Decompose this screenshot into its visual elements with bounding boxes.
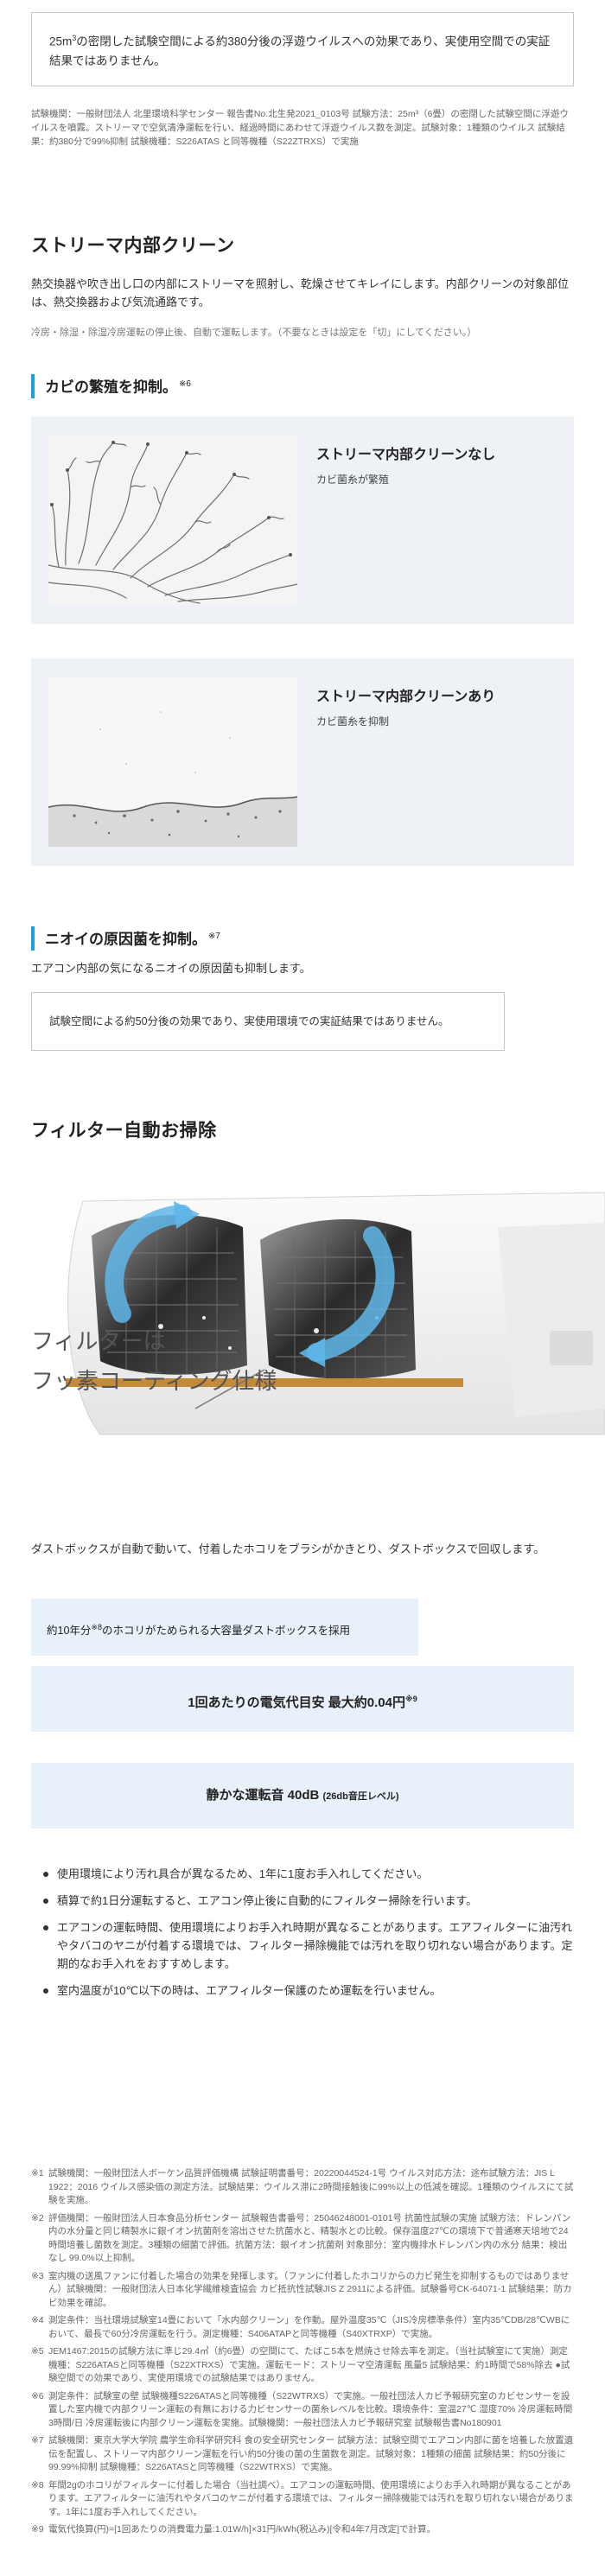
footnote-mark: ※7: [31, 2435, 44, 2446]
mold-heading-text: カビの繁殖を抑制。: [45, 378, 177, 396]
list-item: 室内温度が10℃以下の時は、エアフィルター保護のため運転を行いません。: [43, 1981, 574, 2000]
test-conditions-fine-print: 試験機関：一般財団法人 北里環境科学センター 報告書No.北生発2021_010…: [31, 109, 569, 147]
mold-heading-footnote-ref: ※6: [179, 379, 191, 389]
caption-line-2: フッ素コーティング仕様: [31, 1369, 277, 1395]
noise-level-badge: 静かな運転音 40dB (26db音圧レベル): [31, 1763, 574, 1829]
list-item: エアコンの運転時間、使用環境によりお手入れ時期が異なることがあります。エアフィル…: [43, 1918, 574, 1973]
dustbox-post: のホコリがためられる大容量ダストボックスを採用: [101, 1625, 351, 1638]
filter-unit-illustration: [66, 1192, 605, 1435]
dustbox-capacity-badge: 約10年分※8のホコリがためられる大容量ダストボックスを採用: [31, 1599, 418, 1656]
odor-heading-footnote-ref: ※7: [208, 932, 220, 941]
footnote: ※9 電気代換算(円)=[1回あたりの消費電力量:1.01W/h]×31円/kWh…: [31, 2523, 574, 2537]
odor-heading: ニオイの原因菌を抑制。※7: [31, 926, 220, 951]
footnote-mark: ※5: [31, 2346, 44, 2357]
list-item: 積算で約1日分運転すると、エアコン停止後に自動的にフィルター掃除を行います。: [43, 1892, 574, 1910]
dustbox-description: ダストボックスが自動で動いて、付着したホコリをブラシがかきとり、ダストボックスで…: [31, 1542, 545, 1555]
footnote: ※5 JEM1467:2015の試験方法に準じ29.4㎥（約6畳）の空間にて、たば…: [31, 2345, 574, 2386]
list-item: 使用環境により汚れ具合が異なるため、1年に1度お手入れしてください。: [43, 1865, 574, 1883]
mold-hyphae-graphic: [48, 436, 297, 605]
footnote-mark: ※9: [31, 2524, 44, 2535]
filter-notes-list: 使用環境により汚れ具合が異なるため、1年に1度お手入れしてください。 積算で約1…: [43, 1865, 574, 2008]
panel-without-subtitle: カビ菌糸が繁殖: [316, 474, 390, 486]
footnote-text: 試験機関：東京大学大学院 農学生命科学研究科 食の安全研究センター 試験方法：試…: [48, 2435, 574, 2472]
footnote-text: 測定条件：当社環境試験室14畳において「水内部クリーン」を作動。屋外温度35℃（…: [48, 2315, 570, 2339]
footnotes-list: ※1 試験機関：一般財団法人ボーケン品質評価機構 試験証明書番号：20220044…: [31, 2167, 574, 2541]
footnote: ※1 試験機関：一般財団法人ボーケン品質評価機構 試験証明書番号：20220044…: [31, 2167, 574, 2208]
odor-description: エアコン内部の気になるニオイの原因菌も抑制します。: [31, 962, 311, 975]
footnote-mark: ※1: [31, 2168, 44, 2178]
virus-effect-notice: 25m3の密閉した試験空間による約380分後の浮遊ウイルスへの効果であり、実使用…: [31, 12, 574, 86]
panel-without-title: ストリーマ内部クリーンなし: [316, 448, 496, 462]
mold-growth-image: [48, 436, 297, 605]
filter-cleaning-hero: フィルターは フッ素コーティング仕様: [31, 1175, 605, 1460]
streamer-clean-description: 熱交換器や吹き出し口の内部にストリーマを照射し、乾燥させてキレイにします。内部ク…: [31, 277, 570, 308]
footnote-mark: ※4: [31, 2315, 44, 2325]
filter-clean-title: フィルター自動お掃除: [31, 1121, 217, 1141]
footnote-text: 評価機関：一般財団法人日本食品分析センター 試験報告書番号：2504624800…: [48, 2212, 571, 2264]
odor-heading-text: ニオイの原因菌を抑制。: [45, 931, 207, 948]
footnote: ※6 測定条件：試験室の壁 試験機種S226ATASと同等機種（S22WTRXS）…: [31, 2390, 574, 2431]
cost-text: 1回あたりの電気代目安 最大約0.04円: [188, 1695, 405, 1710]
footnote: ※3 室内機の送風ファンに付着した場合の効果を発揮します。（ファンに付着したホコリ…: [31, 2270, 574, 2311]
footnote-mark: ※6: [31, 2390, 44, 2401]
footnote-text: 電気代換算(円)=[1回あたりの消費電力量:1.01W/h]×31円/kWh(税…: [48, 2524, 436, 2535]
footnote: ※4 測定条件：当社環境試験室14畳において「水内部クリーン」を作動。屋外温度35…: [31, 2314, 574, 2341]
footnote-mark: ※3: [31, 2270, 44, 2281]
noise-small: (26db音圧レベル): [322, 1791, 399, 1802]
mold-panel-without-clean: ストリーマ内部クリーンなし カビ菌糸が繁殖: [31, 417, 574, 624]
notice-text-sup: 3: [72, 34, 77, 42]
streamer-clean-note: 冷房・除湿・除湿冷房運転の停止後、自動で運転します。（不要なときは設定を「切」に…: [31, 328, 477, 338]
footnote-mark: ※8: [31, 2479, 44, 2490]
caption-line-1: フィルターは: [31, 1329, 166, 1355]
footnote-mark: ※2: [31, 2212, 44, 2223]
dustbox-pre: 約10年分: [47, 1625, 92, 1638]
cost-footnote-ref: ※9: [404, 1695, 417, 1703]
footnote-text: 年間2gのホコリがフィルターに付着した場合（当社調べ）。エアコンの運転時間、使用…: [48, 2479, 574, 2517]
footnote-text: 測定条件：試験室の壁 試験機種S226ATASと同等機種（S22WTRXS）で実…: [48, 2390, 573, 2428]
streamer-clean-title: ストリーマ内部クリーン: [31, 236, 235, 256]
footnote-text: JEM1467:2015の試験方法に準じ29.4㎥（約6畳）の空間にて、たばこ5…: [48, 2346, 570, 2383]
electricity-cost-badge: 1回あたりの電気代目安 最大約0.04円※9: [31, 1666, 574, 1732]
mold-panel-with-clean: ストリーマ内部クリーンあり カビ菌糸を抑制: [31, 658, 574, 866]
panel-with-title: ストリーマ内部クリーンあり: [316, 690, 496, 704]
footnote: ※7 試験機関：東京大学大学院 農学生命科学研究科 食の安全研究センター 試験方法…: [31, 2434, 574, 2475]
footnote: ※2 評価機関：一般財団法人日本食品分析センター 試験報告書番号：25046248…: [31, 2212, 574, 2266]
notice-text-pre: 25m: [49, 35, 73, 48]
mold-suppressed-image: [48, 677, 297, 847]
odor-test-notice: 試験空間による約50分後の効果であり、実使用環境での実証結果ではありません。: [31, 992, 505, 1051]
mold-suppressed-graphic: [48, 677, 297, 847]
footnote-text: 室内機の送風ファンに付着した場合の効果を発揮します。（ファンに付着したホコリから…: [48, 2270, 572, 2308]
notice-text-post: の密閉した試験空間による約380分後の浮遊ウイルスへの効果であり、実使用空間での…: [49, 35, 551, 67]
panel-with-subtitle: カビ菌糸を抑制: [316, 716, 390, 728]
fluorine-coating-caption: フィルターは フッ素コーティング仕様: [31, 1322, 277, 1402]
mold-heading: カビの繁殖を抑制。※6: [31, 374, 191, 398]
footnote-text: 試験機関：一般財団法人ボーケン品質評価機構 試験証明書番号：2022004452…: [48, 2168, 574, 2205]
footnote: ※8 年間2gのホコリがフィルターに付着した場合（当社調べ）。エアコンの運転時間、…: [31, 2479, 574, 2520]
dustbox-footnote-ref: ※8: [91, 1623, 102, 1631]
noise-main: 静かな運転音 40dB: [206, 1788, 320, 1803]
